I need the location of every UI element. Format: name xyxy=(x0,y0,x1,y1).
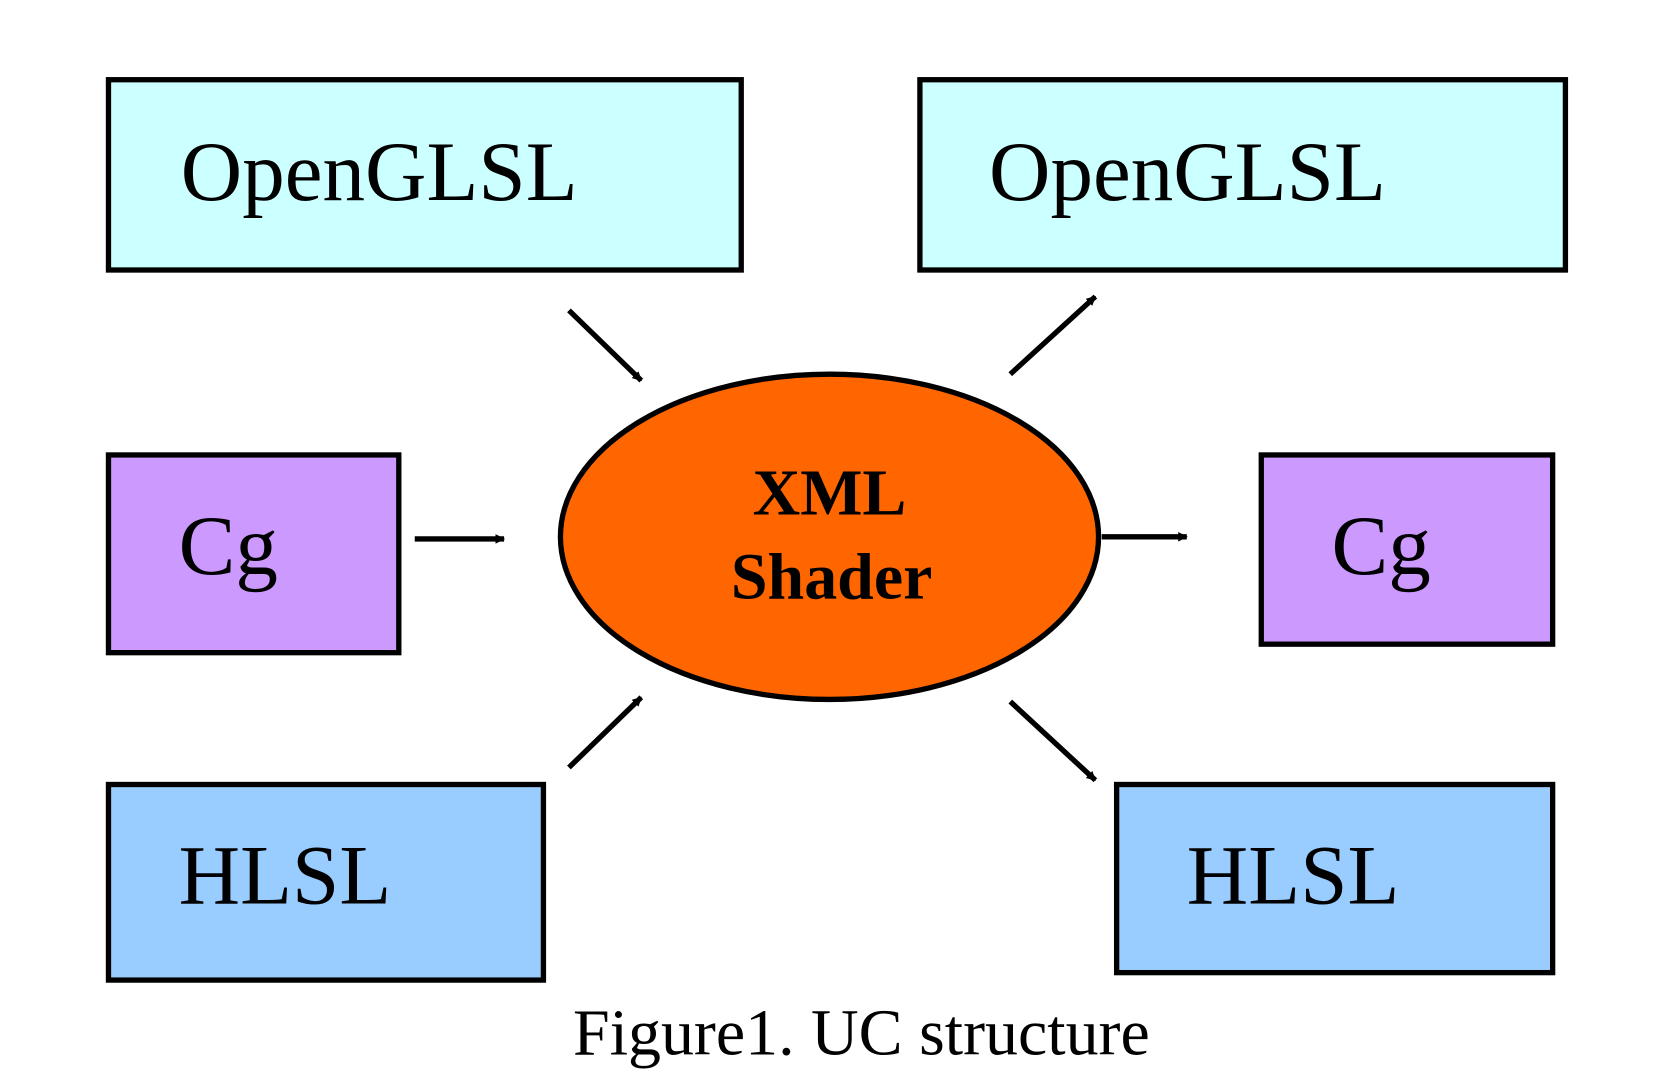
input-hlsl-box xyxy=(105,781,547,983)
xml-shader-label-line1: XML xyxy=(753,457,907,530)
output-hlsl-label: HLSL xyxy=(1187,829,1400,923)
output-hlsl-node: HLSL xyxy=(1113,781,1556,976)
output-opengl-node: OpenGLSL xyxy=(917,77,1569,273)
xml-shader-label-line2: Shader xyxy=(731,540,932,613)
input-opengl-node: OpenGLSL xyxy=(105,77,744,273)
arrow-center-to-opengl xyxy=(1008,294,1098,377)
input-cg-node: Cg xyxy=(105,452,402,656)
arrow-center-to-hlsl xyxy=(1008,699,1098,783)
arrow-opengl-to-center xyxy=(567,308,644,383)
input-opengl-box xyxy=(105,77,744,273)
output-cg-box xyxy=(1258,452,1556,647)
input-cg-label: Cg xyxy=(179,499,278,593)
arrow-hlsl-to-center xyxy=(567,695,644,770)
xml-shader-node: XML Shader xyxy=(557,371,1102,703)
output-opengl-box xyxy=(917,77,1569,273)
figure-caption: Figure1. UC structure xyxy=(573,997,1150,1070)
output-cg-label: Cg xyxy=(1331,499,1430,593)
input-cg-box xyxy=(105,452,402,656)
output-cg-node: Cg xyxy=(1258,452,1556,647)
input-hlsl-node: HLSL xyxy=(105,781,547,983)
input-hlsl-label: HLSL xyxy=(179,829,392,923)
output-hlsl-box xyxy=(1113,781,1556,976)
xml-shader-ellipse xyxy=(557,371,1102,703)
output-opengl-label: OpenGLSL xyxy=(989,125,1386,219)
input-opengl-label: OpenGLSL xyxy=(181,125,578,219)
